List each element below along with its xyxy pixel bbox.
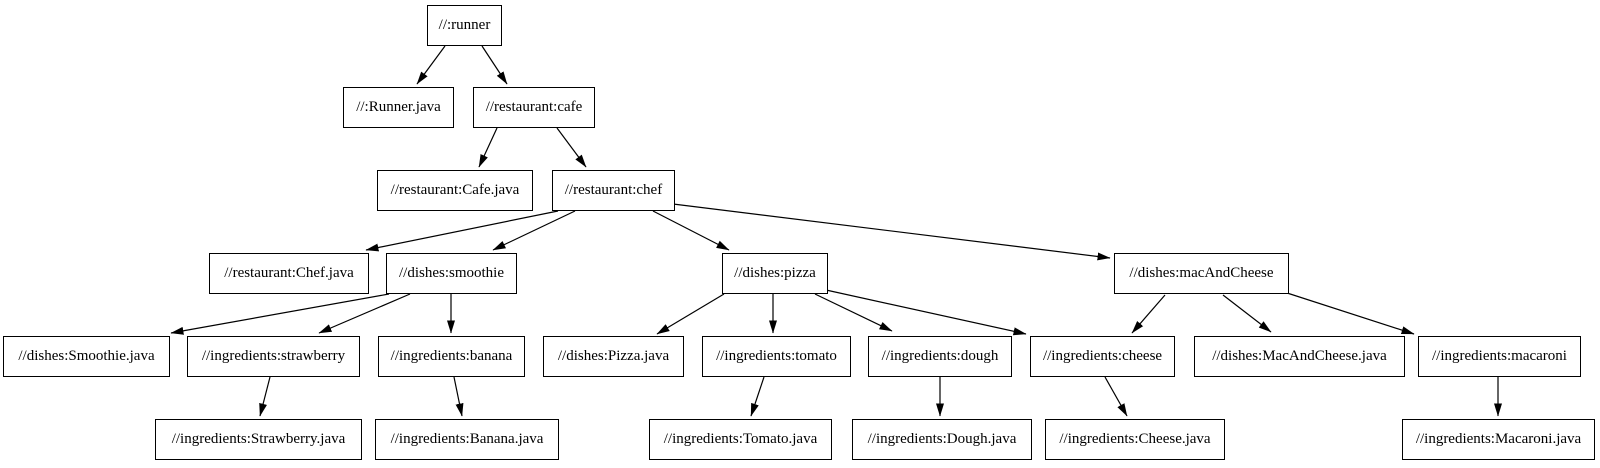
edge-chef-to-chef-java (365, 210, 559, 252)
node-runner: //:runner (427, 5, 502, 46)
edge-chef-to-pizza (652, 210, 730, 251)
node-dough-java: //ingredients:Dough.java (852, 419, 1032, 460)
node-runner-java: //:Runner.java (343, 87, 454, 128)
node-banana-java: //ingredients:Banana.java (375, 419, 559, 460)
edge-tomato-to-tomato-java (750, 376, 765, 417)
node-mac-and-cheese-java: //dishes:MacAndCheese.java (1194, 336, 1405, 377)
edge-smoothie-to-smoothie-java (170, 293, 390, 335)
node-cafe-java: //restaurant:Cafe.java (377, 170, 533, 211)
node-dough: //ingredients:dough (868, 336, 1012, 377)
edge-mac-and-cheese-to-macaroni (1283, 291, 1415, 335)
edge-pizza-to-pizza-java (656, 293, 725, 335)
node-macaroni-java: //ingredients:Macaroni.java (1402, 419, 1595, 460)
node-mac-and-cheese: //dishes:macAndCheese (1114, 253, 1289, 294)
node-strawberry: //ingredients:strawberry (187, 336, 360, 377)
edge-banana-to-banana-java (453, 376, 464, 417)
edge-runner-to-runner-java (416, 45, 446, 85)
edge-cafe-to-chef (556, 127, 587, 168)
edge-smoothie-to-strawberry (318, 293, 411, 334)
node-smoothie: //dishes:smoothie (386, 253, 517, 294)
node-chef: //restaurant:chef (552, 170, 675, 211)
node-banana: //ingredients:banana (378, 336, 525, 377)
edge-pizza-to-dough (814, 293, 893, 332)
node-tomato: //ingredients:tomato (702, 336, 851, 377)
edge-mac-and-cheese-to-cheese (1131, 294, 1166, 334)
edge-cafe-to-cafe-java (478, 127, 498, 168)
node-smoothie-java: //dishes:Smoothie.java (3, 336, 170, 377)
edge-runner-to-cafe (481, 45, 508, 85)
edge-mac-and-cheese-to-mac-and-cheese-java (1222, 294, 1272, 333)
node-pizza-java: //dishes:Pizza.java (543, 336, 684, 377)
edge-cheese-to-cheese-java (1104, 376, 1128, 417)
edge-chef-to-mac-and-cheese (672, 203, 1111, 261)
node-strawberry-java: //ingredients:Strawberry.java (155, 419, 362, 460)
node-cafe: //restaurant:cafe (473, 87, 595, 128)
node-tomato-java: //ingredients:Tomato.java (649, 419, 832, 460)
node-pizza: //dishes:pizza (722, 253, 828, 294)
edge-strawberry-to-strawberry-java (259, 376, 271, 417)
node-cheese: //ingredients:cheese (1030, 336, 1175, 377)
edge-chef-to-smoothie (492, 210, 576, 251)
node-macaroni: //ingredients:macaroni (1418, 336, 1581, 377)
edge-pizza-to-cheese (825, 289, 1027, 336)
node-chef-java: //restaurant:Chef.java (209, 253, 369, 294)
node-cheese-java: //ingredients:Cheese.java (1045, 419, 1225, 460)
